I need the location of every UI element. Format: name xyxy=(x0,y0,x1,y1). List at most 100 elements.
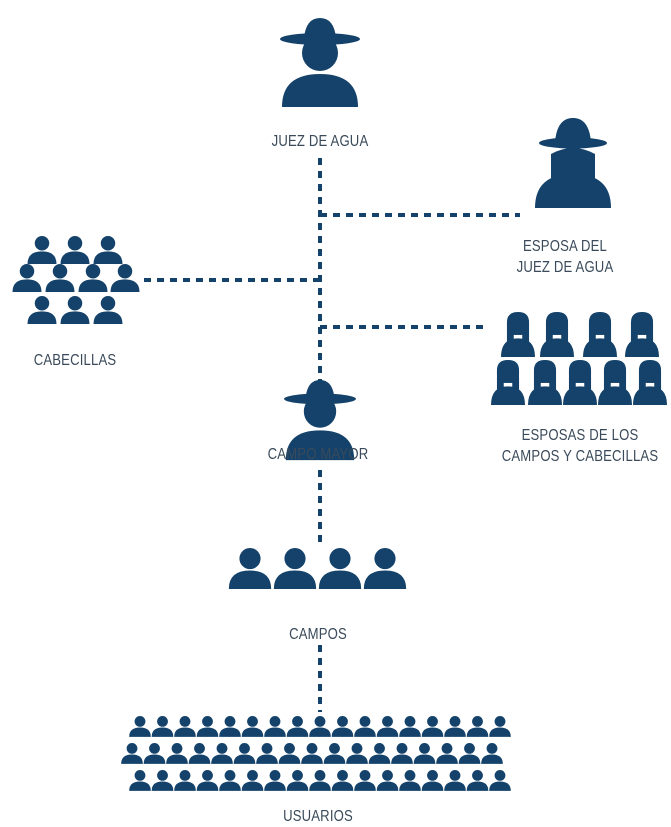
person-icon xyxy=(489,770,511,791)
person-icon xyxy=(331,716,354,737)
person-icon xyxy=(60,296,90,325)
person-icon xyxy=(286,716,309,737)
person-icon xyxy=(12,264,42,293)
person-icon xyxy=(286,770,309,791)
person-icon xyxy=(174,770,196,791)
woman-icon xyxy=(625,312,659,358)
person-icon xyxy=(45,264,75,293)
woman-icon xyxy=(491,360,525,406)
person-icon xyxy=(129,770,151,791)
person-icon xyxy=(413,743,436,764)
person-icon xyxy=(481,743,503,764)
label-line: CAMPO MAYOR xyxy=(267,446,369,463)
person-icon xyxy=(323,743,346,764)
woman-icon xyxy=(501,312,535,358)
person-icon xyxy=(196,770,219,791)
woman-icon xyxy=(633,360,667,406)
label-usuarios: USUARIOS xyxy=(252,806,383,827)
person-icon xyxy=(363,548,407,589)
person-icon xyxy=(273,548,317,589)
person-icon xyxy=(444,770,466,791)
campos-group-icon xyxy=(228,548,407,589)
person-icon xyxy=(228,548,272,589)
person-icon xyxy=(27,296,57,325)
person-icon xyxy=(331,770,354,791)
connector-lines xyxy=(140,158,520,712)
woman-icon xyxy=(583,312,617,358)
person-icon xyxy=(219,716,241,737)
label-line: USUARIOS xyxy=(283,808,353,825)
person-icon xyxy=(368,743,391,764)
person-icon xyxy=(466,770,489,791)
person-icon xyxy=(444,716,466,737)
esposas-group-icon xyxy=(491,312,667,406)
person-icon xyxy=(301,743,323,764)
label-campo-mayor: CAMPO MAYOR xyxy=(252,444,383,465)
label-juez-de-agua: JUEZ DE AGUA xyxy=(254,131,385,152)
usuarios-group-icon xyxy=(121,716,511,791)
person-icon xyxy=(421,716,444,737)
icon-layer xyxy=(12,18,667,791)
person-icon xyxy=(436,743,458,764)
label-line: CABECILLAS xyxy=(33,352,117,369)
person-icon xyxy=(151,716,174,737)
person-icon xyxy=(489,716,511,737)
person-icon xyxy=(278,743,301,764)
person-icon xyxy=(391,743,413,764)
person-icon xyxy=(188,743,211,764)
person-icon xyxy=(466,716,489,737)
juez-de-agua-icon xyxy=(280,18,360,107)
person-icon xyxy=(354,716,376,737)
person-icon xyxy=(256,743,278,764)
person-icon xyxy=(78,264,108,293)
person-icon xyxy=(93,236,123,265)
person-icon xyxy=(354,770,376,791)
label-line: ESPOSA DEL xyxy=(522,238,608,255)
person-icon xyxy=(346,743,368,764)
woman-icon xyxy=(563,360,597,406)
person-icon xyxy=(110,264,140,293)
person-icon xyxy=(60,236,90,265)
person-icon xyxy=(196,716,219,737)
label-campos: CAMPOS xyxy=(252,624,383,645)
person-icon xyxy=(241,770,264,791)
label-line: JUEZ DE AGUA xyxy=(516,259,614,276)
person-icon xyxy=(458,743,481,764)
person-icon xyxy=(241,716,264,737)
label-line: CAMPOS xyxy=(289,626,347,643)
woman-icon xyxy=(540,312,574,358)
person-icon xyxy=(219,770,241,791)
person-icon xyxy=(264,770,286,791)
person-icon xyxy=(93,296,123,325)
person-icon xyxy=(264,716,286,737)
person-icon xyxy=(309,716,331,737)
person-icon xyxy=(399,716,421,737)
label-line: CAMPOS Y CABECILLAS xyxy=(501,448,659,465)
campo-mayor-icon xyxy=(284,380,356,461)
person-icon xyxy=(166,743,188,764)
person-icon xyxy=(151,770,174,791)
label-cabecillas: CABECILLAS xyxy=(14,350,137,371)
person-icon xyxy=(376,716,399,737)
person-icon xyxy=(143,743,166,764)
cabecillas-group-icon xyxy=(12,236,140,325)
person-icon xyxy=(376,770,399,791)
person-icon xyxy=(399,770,421,791)
label-esposa-del-juez: ESPOSA DEL JUEZ DE AGUA xyxy=(499,236,630,278)
label-esposas-campos: ESPOSAS DE LOS CAMPOS Y CABECILLAS xyxy=(498,425,662,467)
person-icon xyxy=(129,716,151,737)
woman-icon xyxy=(528,360,562,406)
esposa-juez-icon xyxy=(535,118,611,208)
person-icon xyxy=(211,743,233,764)
person-icon xyxy=(27,236,57,265)
person-icon xyxy=(233,743,256,764)
person-icon xyxy=(174,716,196,737)
label-line: JUEZ DE AGUA xyxy=(271,133,369,150)
person-icon xyxy=(309,770,331,791)
person-icon xyxy=(121,743,143,764)
person-icon xyxy=(318,548,362,589)
woman-icon xyxy=(598,360,632,406)
person-icon xyxy=(421,770,444,791)
label-line: ESPOSAS DE LOS xyxy=(521,427,639,444)
